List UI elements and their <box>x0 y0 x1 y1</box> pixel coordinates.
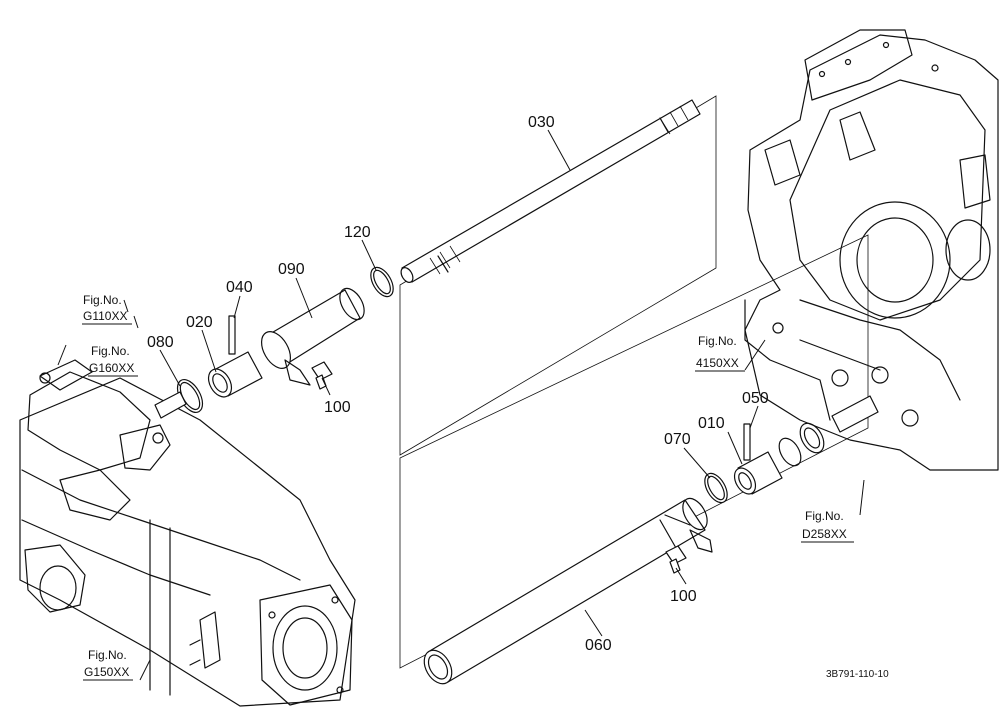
label-part-030: 030 <box>528 114 555 131</box>
svg-text:D258XX: D258XX <box>802 527 847 541</box>
label-part-080: 080 <box>147 334 174 351</box>
collar-010 <box>733 451 783 495</box>
svg-text:G150XX: G150XX <box>84 665 129 679</box>
svg-text:Fig.No.: Fig.No. <box>83 293 122 307</box>
fig-ref-d258: Fig.No. D258XX <box>801 509 854 543</box>
label-part-070: 070 <box>664 431 691 448</box>
label-part-040: 040 <box>226 279 253 296</box>
svg-text:Fig.No.: Fig.No. <box>88 648 127 662</box>
svg-text:4150XX: 4150XX <box>696 356 739 370</box>
drawing-code: 3B791-110-10 <box>826 669 889 680</box>
fig-ref-g150: Fig.No. G150XX <box>83 648 133 681</box>
label-part-020: 020 <box>186 314 213 331</box>
shaft-030 <box>400 99 701 283</box>
fig-ref-g160: Fig.No. G160XX <box>88 344 138 377</box>
bolt-100-upper <box>311 361 333 390</box>
front-axle-housing <box>19 359 356 707</box>
output-shaft-stub <box>831 395 879 433</box>
label-part-100-upper: 100 <box>324 399 351 416</box>
splined-stub <box>154 391 187 419</box>
label-part-090: 090 <box>278 261 305 278</box>
svg-text:Fig.No.: Fig.No. <box>698 334 737 348</box>
tube-060 <box>423 497 713 685</box>
label-part-060: 060 <box>585 637 612 654</box>
transmission-case <box>744 29 999 471</box>
svg-text:Fig.No.: Fig.No. <box>805 509 844 523</box>
pin-040 <box>228 315 236 355</box>
fig-ref-4150: Fig.No. 4150XX <box>695 334 745 372</box>
snap-ring <box>778 437 802 467</box>
label-part-010: 010 <box>698 415 725 432</box>
label-part-100-lower: 100 <box>670 588 697 605</box>
upper-shaft-frame <box>399 95 717 456</box>
svg-text:G110XX: G110XX <box>83 309 127 323</box>
sleeve-090 <box>260 287 365 386</box>
fig-ref-g110: Fig.No. G110XX <box>82 293 132 325</box>
bearing-ring <box>799 422 825 454</box>
collar-020 <box>207 351 263 398</box>
o-ring-120 <box>370 266 394 298</box>
leader-lines <box>57 129 865 681</box>
lower-shaft-frame <box>399 234 869 669</box>
bolt-100-lower <box>665 545 687 574</box>
label-part-050: 050 <box>742 390 769 407</box>
svg-text:G160XX: G160XX <box>89 361 134 375</box>
pin-050 <box>743 423 751 461</box>
svg-text:Fig.No.: Fig.No. <box>91 344 130 358</box>
label-part-120: 120 <box>344 224 371 241</box>
o-ring-070 <box>704 472 728 504</box>
